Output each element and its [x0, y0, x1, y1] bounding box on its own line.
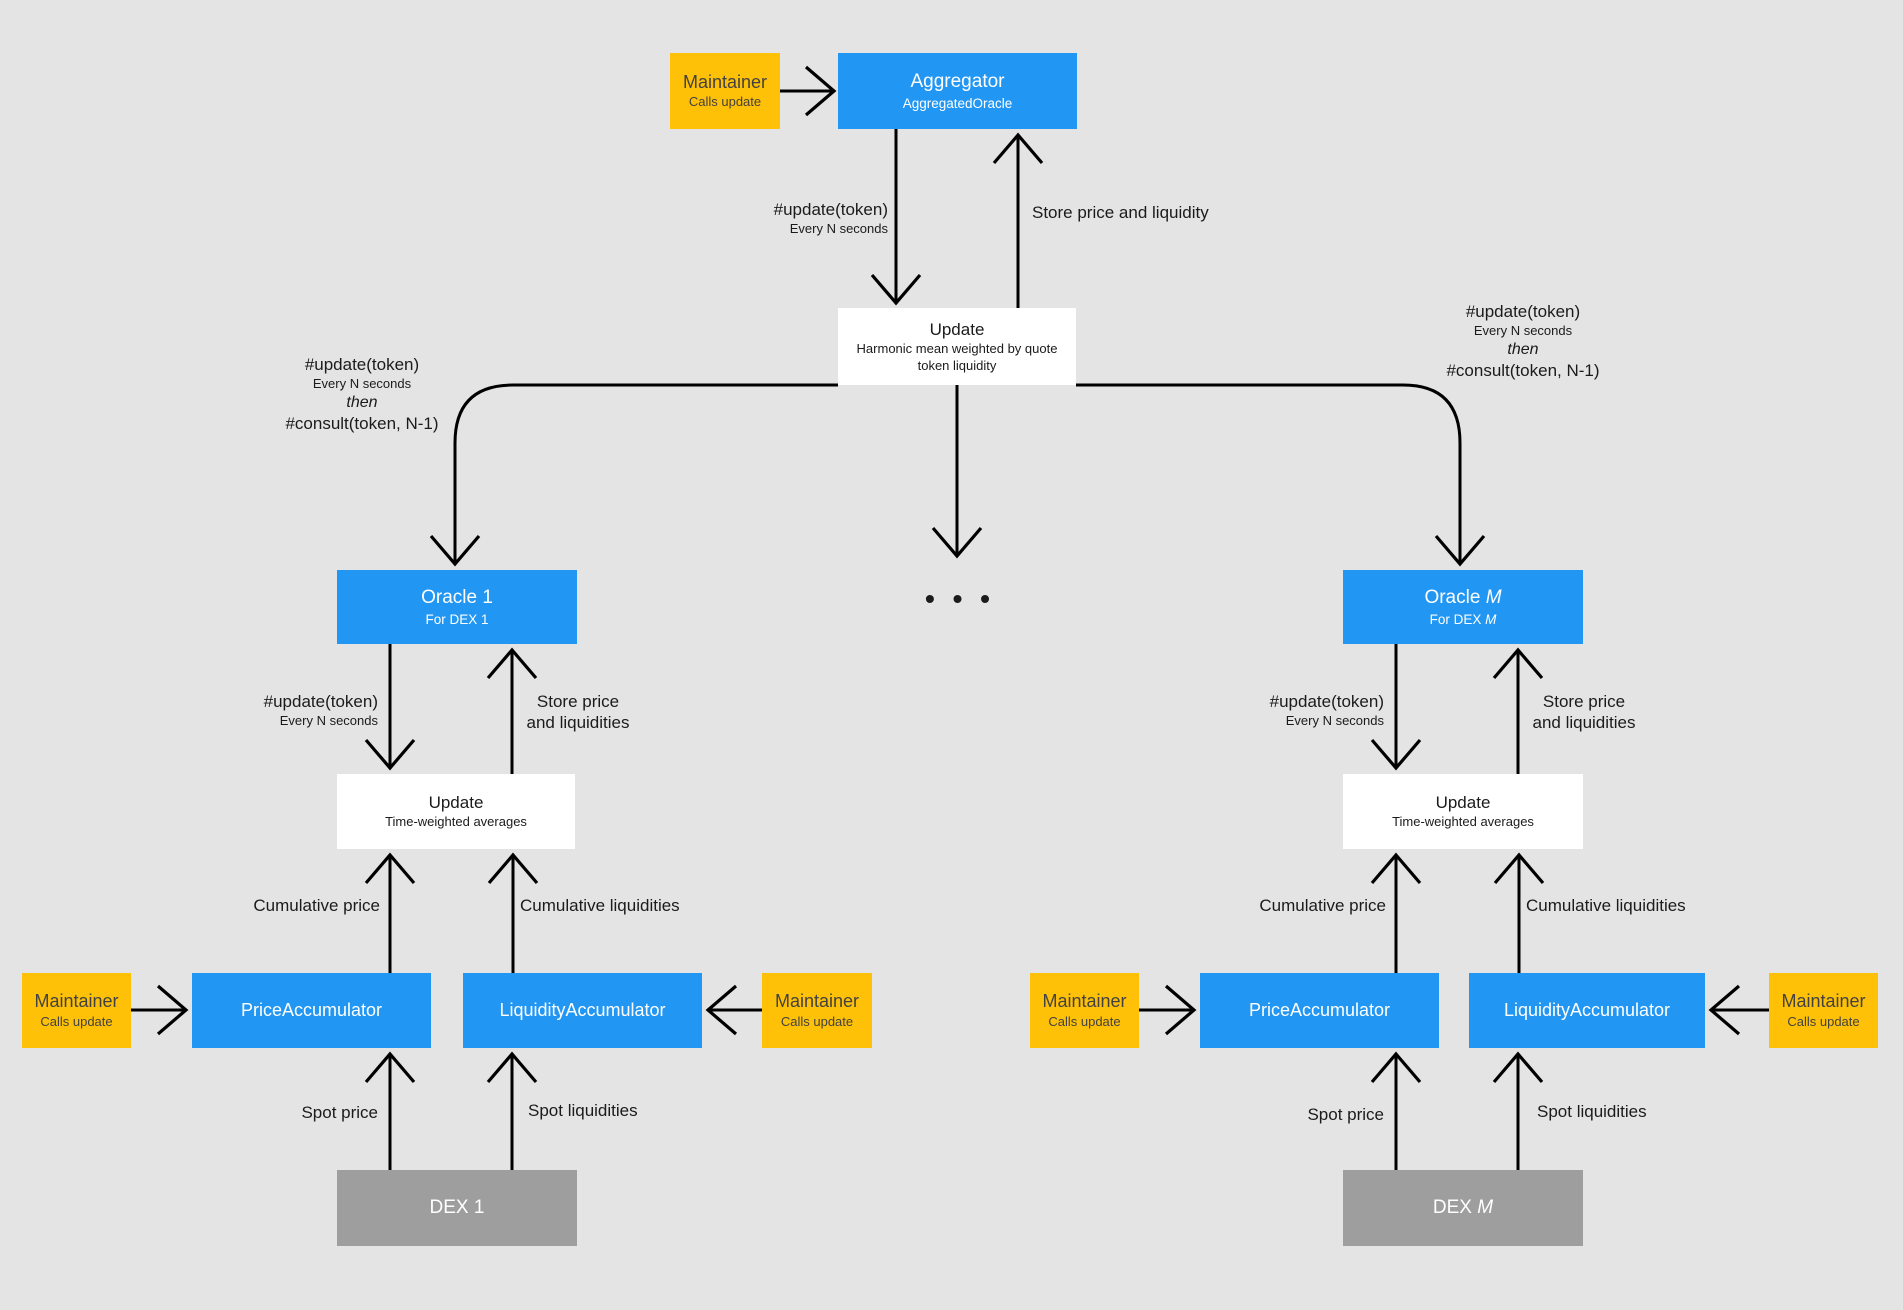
- oracle-1-title: Oracle 1: [421, 586, 493, 608]
- update-right-box: Update Time-weighted averages: [1343, 774, 1583, 849]
- maintainer-liquidity-left-box: Maintainer Calls update: [762, 973, 872, 1048]
- price-accumulator-right-box: PriceAccumulator: [1200, 973, 1439, 1048]
- liquidity-accumulator-left-box: LiquidityAccumulator: [463, 973, 702, 1048]
- edge-label-spot-liquidities-right: Spot liquidities: [1537, 1102, 1647, 1121]
- dex-m-title: DEX M: [1432, 1196, 1494, 1218]
- update-right-title: Update: [1435, 793, 1491, 812]
- oracle-1-subtitle: For DEX 1: [425, 611, 489, 627]
- edge-label-top-update: #update(token) Every N seconds: [773, 200, 888, 236]
- edge-label-top-store: Store price and liquidity: [1032, 203, 1209, 222]
- maintainer-price-left-box: Maintainer Calls update: [22, 973, 131, 1048]
- connector-update-to-oracle-m: [1076, 383, 1486, 567]
- edge-label-spot-price-left: Spot price: [301, 1103, 378, 1122]
- maintainer-top-title: Maintainer: [682, 71, 768, 92]
- price-accumulator-left-box: PriceAccumulator: [192, 973, 431, 1048]
- ellipsis-dots: • • •: [925, 583, 995, 614]
- edge-label-oraclem-store: Store price and liquidities: [1532, 692, 1636, 732]
- dex-1-title: DEX 1: [429, 1196, 485, 1218]
- edge-label-cumulative-price-left: Cumulative price: [253, 896, 380, 915]
- edge-label-cumulative-liquidities-right: Cumulative liquidities: [1526, 896, 1686, 915]
- update-center-title: Update: [929, 319, 985, 339]
- edge-label-cumulative-price-right: Cumulative price: [1259, 896, 1386, 915]
- maintainer-price-right-box: Maintainer Calls update: [1030, 973, 1139, 1048]
- update-left-title: Update: [428, 793, 484, 812]
- update-right-subtitle: Time-weighted averages: [1392, 814, 1534, 830]
- edge-label-oracle1-store: Store price and liquidities: [526, 692, 630, 732]
- maintainer-top-subtitle: Calls update: [688, 94, 762, 110]
- maintainer-top-box: Maintainer Calls update: [670, 53, 780, 129]
- oracle-m-box: Oracle M For DEX M: [1343, 570, 1583, 644]
- edge-label-spot-price-right: Spot price: [1307, 1105, 1384, 1124]
- update-left-subtitle: Time-weighted averages: [385, 814, 527, 830]
- branch-label-right: #update(token) Every N seconds then #con…: [1446, 302, 1600, 380]
- oracle-m-title: Oracle M: [1424, 586, 1502, 608]
- oracle-m-subtitle: For DEX M: [1429, 611, 1497, 627]
- liquidity-accumulator-right-box: LiquidityAccumulator: [1469, 973, 1705, 1048]
- edge-label-oracle1-update: #update(token) Every N seconds: [263, 692, 378, 728]
- edge-label-spot-liquidities-left: Spot liquidities: [528, 1101, 638, 1120]
- aggregator-subtitle: AggregatedOracle: [902, 95, 1013, 111]
- update-center-box: Update Harmonic mean weighted by quote t…: [838, 308, 1076, 385]
- dex-m-box: DEX M: [1343, 1170, 1583, 1246]
- branch-label-left: #update(token) Every N seconds then #con…: [285, 355, 439, 433]
- dex-1-box: DEX 1: [337, 1170, 577, 1246]
- aggregator-box: Aggregator AggregatedOracle: [838, 53, 1077, 129]
- maintainer-liquidity-right-box: Maintainer Calls update: [1769, 973, 1878, 1048]
- update-center-subtitle: Harmonic mean weighted by quote token li…: [856, 340, 1058, 373]
- edge-label-cumulative-liquidities-left: Cumulative liquidities: [520, 896, 680, 915]
- connector-update-to-oracle-1: [429, 383, 838, 567]
- oracle-1-box: Oracle 1 For DEX 1: [337, 570, 577, 644]
- edge-label-oraclem-update: #update(token) Every N seconds: [1269, 692, 1384, 728]
- update-left-box: Update Time-weighted averages: [337, 774, 575, 849]
- aggregator-title: Aggregator: [910, 70, 1005, 92]
